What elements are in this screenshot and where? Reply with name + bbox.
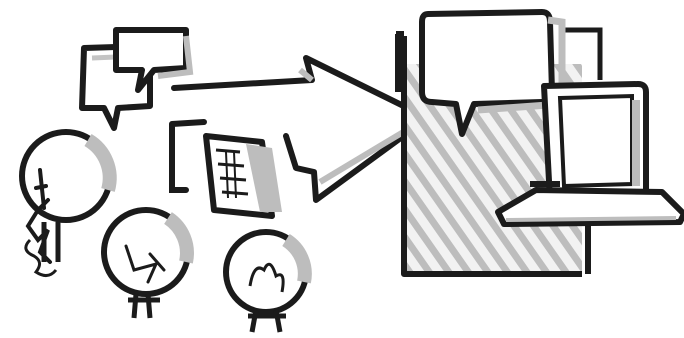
person-1: [22, 132, 110, 276]
notes-icon: [172, 122, 282, 216]
person-3: [226, 232, 306, 332]
speech-bubbles-icon: [82, 30, 190, 128]
person-2: [104, 210, 188, 318]
